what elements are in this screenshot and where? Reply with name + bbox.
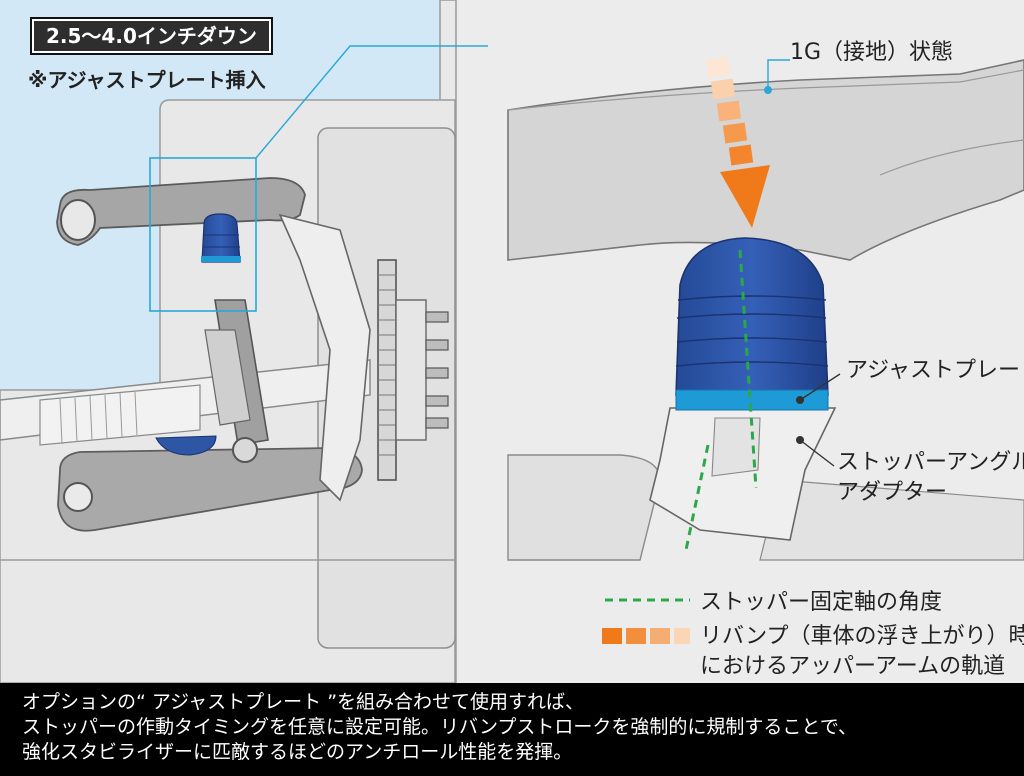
callout-adjust-plate: アジャストプレート [846, 358, 1024, 383]
legend-orange-swatch [602, 628, 690, 644]
caption-line-1: オプションの“ アジャストプレート ”を組み合わせて使用すれば、 [22, 691, 585, 713]
legend-rebound-trajectory: リバンプ（車体の浮き上がり）時 におけるアッパーアームの軌道 [700, 624, 1024, 679]
diagram-art [0, 0, 1024, 683]
badge-lowering-range: 2.5〜4.0インチダウン [30, 17, 273, 55]
adjust-plate-note: ※アジャストプレート挿入 [28, 68, 266, 92]
caption-bar: オプションの“ アジャストプレート ”を組み合わせて使用すれば、 ストッパーの作… [0, 683, 1024, 776]
callout-stopper-adapter: ストッパーアングル アダプター [837, 450, 1024, 505]
right-panel [488, 0, 1024, 683]
legend-stopper-axis: ストッパー固定軸の角度 [700, 590, 943, 615]
left-panel [0, 0, 790, 683]
rebound-arrow [705, 56, 770, 228]
callout-1g-state: 1G（接地）状態 [790, 40, 954, 65]
caption-line-3: 強化スタビライザーに匹敵するほどのアンチロール性能を発揮。 [22, 741, 573, 763]
caption-line-2: ストッパーの作動タイミングを任意に設定可能。リバンプストロークを強制的に規制する… [22, 716, 858, 738]
